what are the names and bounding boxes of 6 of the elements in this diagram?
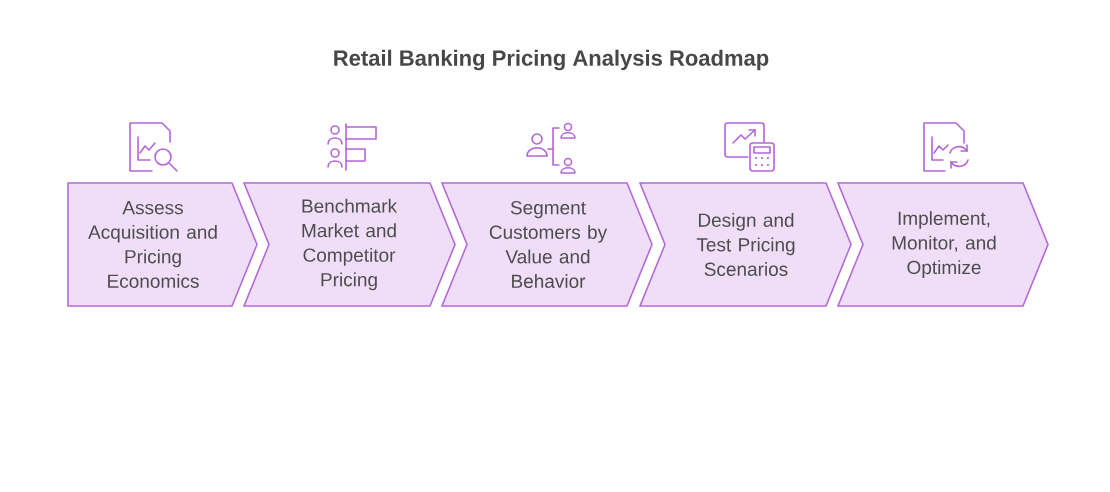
chevron-box: Design and Test Pricing Scenarios	[638, 182, 852, 307]
chevron-box: Implement, Monitor, and Optimize	[836, 182, 1049, 307]
chevron-box: Assess Acquisition and Pricing Economics	[67, 182, 258, 307]
chevron-box: Benchmark Market and Competitor Pricing	[242, 182, 456, 307]
title: Retail Banking Pricing Analysis Roadmap	[334, 49, 769, 71]
chevron-box: Segment Customers by Value and Behavior	[440, 182, 653, 307]
